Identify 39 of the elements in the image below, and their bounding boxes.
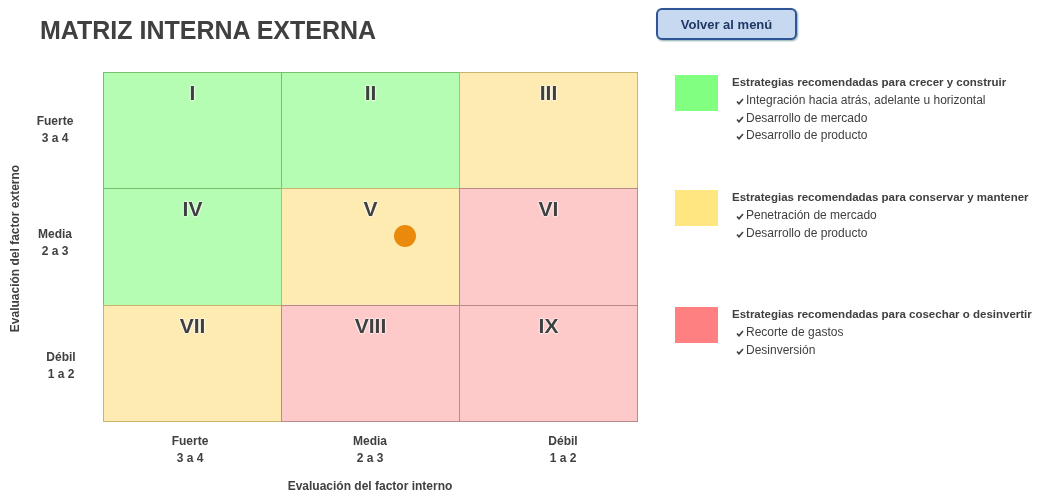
matrix-cell [459,188,638,306]
quadrant-number: III [538,81,559,105]
title: MATRIZ INTERNA EXTERNA [40,16,377,45]
column-label: Fuerte 3 a 4 [170,433,210,467]
legend-item: Integración hacia atrás, adelante u horizontal [746,93,986,107]
matrix-cell [103,72,282,189]
matrix-cell [281,305,460,422]
legend-item: Desarrollo de mercado [746,110,868,125]
axis-title: Evaluación del factor interno [286,478,454,495]
position-marker-dot [394,225,416,247]
axis-title: Evaluación del factor externo [6,163,23,335]
legend-item: Recorte de gastos [746,325,844,339]
column-label: Media 2 a 3 [352,433,388,467]
quadrant-number: VIII [353,314,388,338]
legend-item: Desarrollo de producto [746,128,868,142]
quadrant-number: IV [181,197,204,221]
quadrant-number: II [363,81,378,105]
row-label: Débil 1 a 2 [45,349,77,383]
column-label: Débil 1 a 2 [547,433,579,467]
matrix-cell [103,305,282,422]
matrix-cell [281,72,460,189]
legend-item: Desinversión [746,342,816,357]
matrix-cell [459,305,638,422]
matrix-cell [459,72,638,189]
row-label: Media 2 a 3 [37,226,73,260]
menu-button: Volver al menú [656,8,797,40]
legend-heading: Estrategias recomendadas para cosechar o desinvertir [732,308,1032,320]
legend-item: Penetración de mercado [746,208,877,222]
quadrant-number: VI [537,197,560,221]
matrix-cell [281,188,460,306]
matrix-cell [103,188,282,306]
quadrant-number: I [188,81,197,105]
legend-heading: Estrategias recomendadas para conservar y mantener [732,191,1029,203]
legend-item: Desarrollo de producto [746,225,868,240]
legend-heading: Estrategias recomendadas para crecer y construir [732,76,1007,88]
quadrant-number: VII [178,314,207,338]
quadrant-number: IX [537,314,560,338]
quadrant-number: V [362,197,379,221]
row-label: Fuerte 3 a 4 [35,113,75,147]
